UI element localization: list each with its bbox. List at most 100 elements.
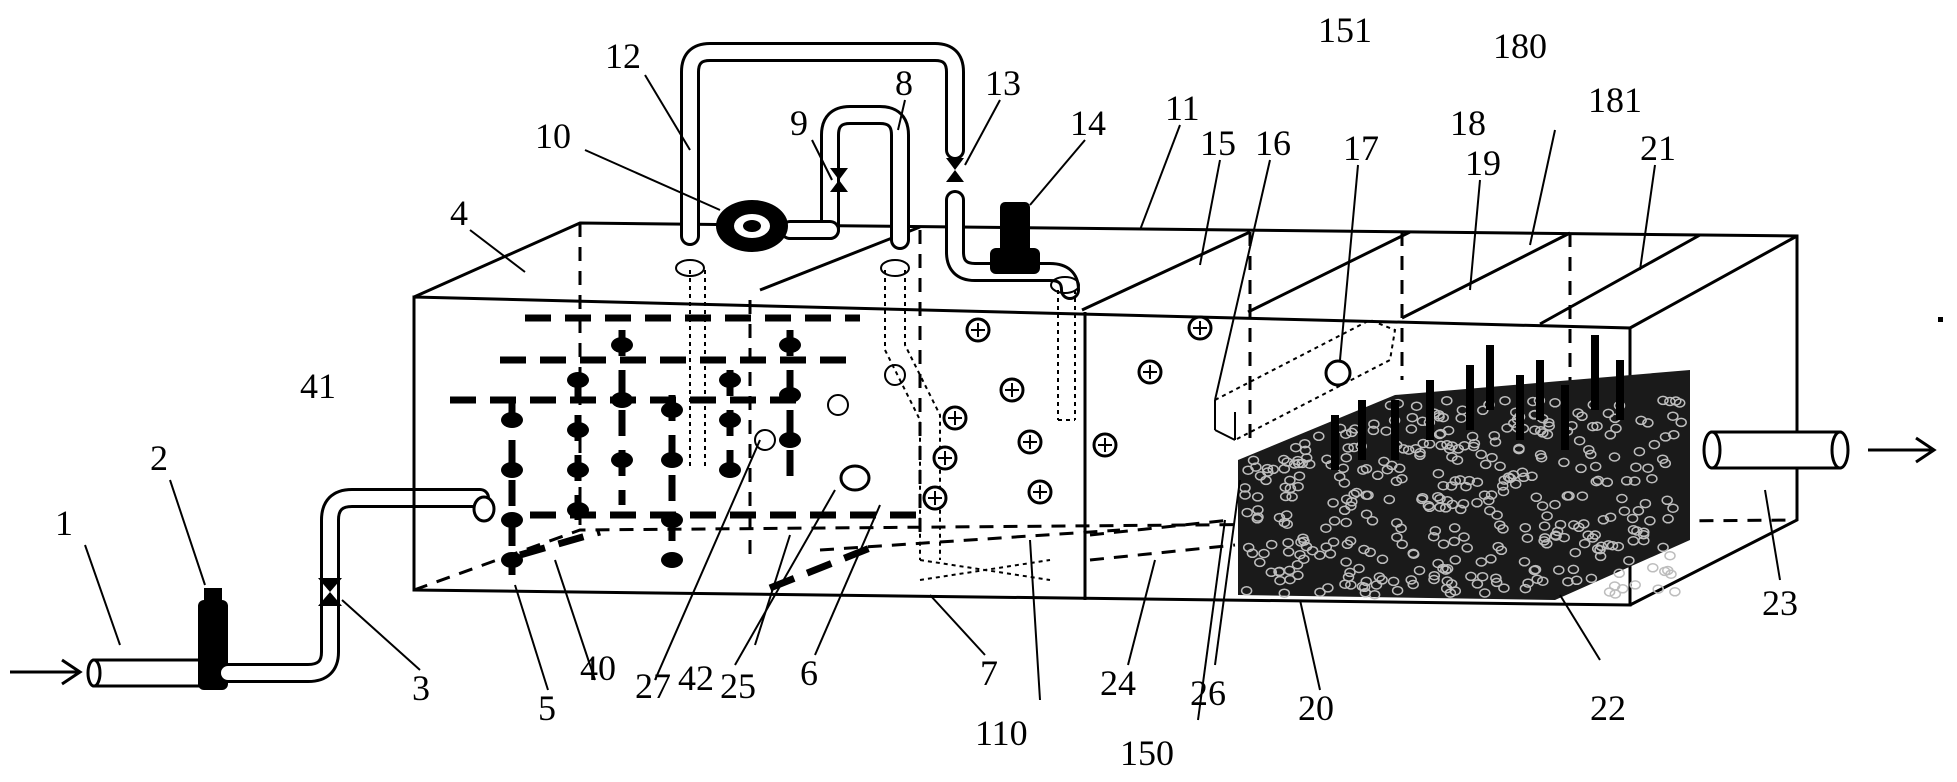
media-ring [1446, 499, 1459, 510]
media-ring [1485, 490, 1498, 500]
air-valve-9 [830, 168, 848, 192]
inlet-valve [318, 578, 342, 606]
media-ring [1609, 589, 1622, 599]
media-ring [1646, 473, 1658, 484]
media-ring [1659, 432, 1672, 442]
label-2: 2 [150, 438, 168, 478]
media-ring [1292, 570, 1304, 581]
feed-pipe [218, 488, 496, 683]
media-ring [1340, 429, 1352, 439]
media-stake [1516, 375, 1524, 440]
media-ring [1537, 576, 1549, 586]
media-ring [1601, 477, 1614, 488]
media-ring [1416, 492, 1429, 503]
media-ring [1432, 491, 1444, 502]
label-1: 1 [55, 503, 73, 543]
media-ring [1675, 417, 1687, 428]
media-ring [1407, 579, 1419, 590]
diffuser [1137, 359, 1163, 385]
media-ring [1358, 544, 1370, 555]
label-16: 16 [1255, 123, 1291, 163]
inlet-pipe [86, 658, 216, 688]
media-ring [1407, 548, 1419, 559]
media-ring [1358, 582, 1371, 593]
media-ring [1455, 504, 1467, 515]
media-ring [1569, 547, 1582, 558]
media-ring [1278, 517, 1291, 528]
media-ring [1632, 506, 1645, 516]
aerator-head [779, 432, 801, 448]
media-ring [1673, 398, 1686, 408]
media-ring [1353, 563, 1365, 574]
media-ring [1664, 550, 1676, 561]
label-12: 12 [605, 36, 641, 76]
label-10: 10 [535, 116, 571, 156]
media-ring [1573, 435, 1586, 446]
media-ring [1604, 430, 1617, 440]
label-8: 8 [895, 63, 913, 103]
media-ring [1405, 424, 1418, 434]
aerator-head [501, 462, 523, 478]
media-ring [1541, 511, 1553, 521]
media-ring [1405, 575, 1417, 585]
media-ring [1452, 444, 1465, 454]
media-ring [1629, 476, 1641, 486]
media-ring [1594, 544, 1606, 555]
media-ring [1433, 429, 1446, 440]
media-ring [1441, 576, 1454, 586]
label-11: 11 [1165, 88, 1200, 128]
label-20: 20 [1298, 688, 1334, 728]
media-ring [1327, 498, 1339, 508]
media-ring [1239, 483, 1251, 493]
label-18: 18 [1450, 103, 1486, 143]
media-ring [1360, 509, 1373, 519]
media-ring [1429, 526, 1442, 536]
label-15: 15 [1200, 123, 1236, 163]
media-ring [1620, 476, 1633, 486]
air-valve-13 [946, 158, 964, 182]
media-ring [1613, 568, 1625, 579]
diffuser [1017, 429, 1043, 455]
media-ring [1281, 457, 1293, 467]
aerator-head [779, 387, 801, 403]
media-ring [1536, 501, 1549, 511]
media-ring [1583, 445, 1595, 455]
return-pipe [945, 190, 1080, 300]
media-ring [1494, 461, 1506, 472]
media-ring [1662, 514, 1674, 524]
media-ring [1378, 456, 1390, 467]
media-ring [1240, 586, 1253, 596]
diffuser [942, 405, 968, 431]
media-ring [1578, 519, 1590, 529]
aerator-head [567, 502, 589, 518]
media-ring [1543, 421, 1555, 431]
media-ring [1484, 505, 1496, 516]
media-ring [1489, 437, 1502, 447]
media-ring [1526, 471, 1538, 482]
media-ring [1460, 481, 1472, 492]
media-ring [1278, 588, 1291, 598]
media-ring [1414, 448, 1426, 458]
media-ring [1342, 443, 1354, 453]
media-stake [1466, 365, 1474, 430]
media-ring [1665, 569, 1677, 579]
media-ring [1367, 425, 1380, 436]
media-ring [1364, 547, 1376, 558]
media-ring [1396, 473, 1408, 484]
media-ring [1434, 502, 1446, 512]
media-ring [1251, 492, 1264, 502]
media-ring [1428, 574, 1440, 585]
label-180: 180 [1493, 26, 1547, 66]
media-ring [1265, 539, 1278, 550]
media-ring [1567, 564, 1580, 575]
media-ring [1591, 421, 1603, 431]
media-ring [1322, 583, 1334, 593]
media-ring [1661, 495, 1673, 506]
media-ring [1513, 444, 1525, 455]
media-stake [1426, 380, 1434, 440]
label-6: 6 [800, 653, 818, 693]
media-ring [1246, 548, 1259, 559]
media-ring [1283, 565, 1296, 576]
diffuser [965, 317, 991, 343]
media-ring [1590, 476, 1603, 487]
